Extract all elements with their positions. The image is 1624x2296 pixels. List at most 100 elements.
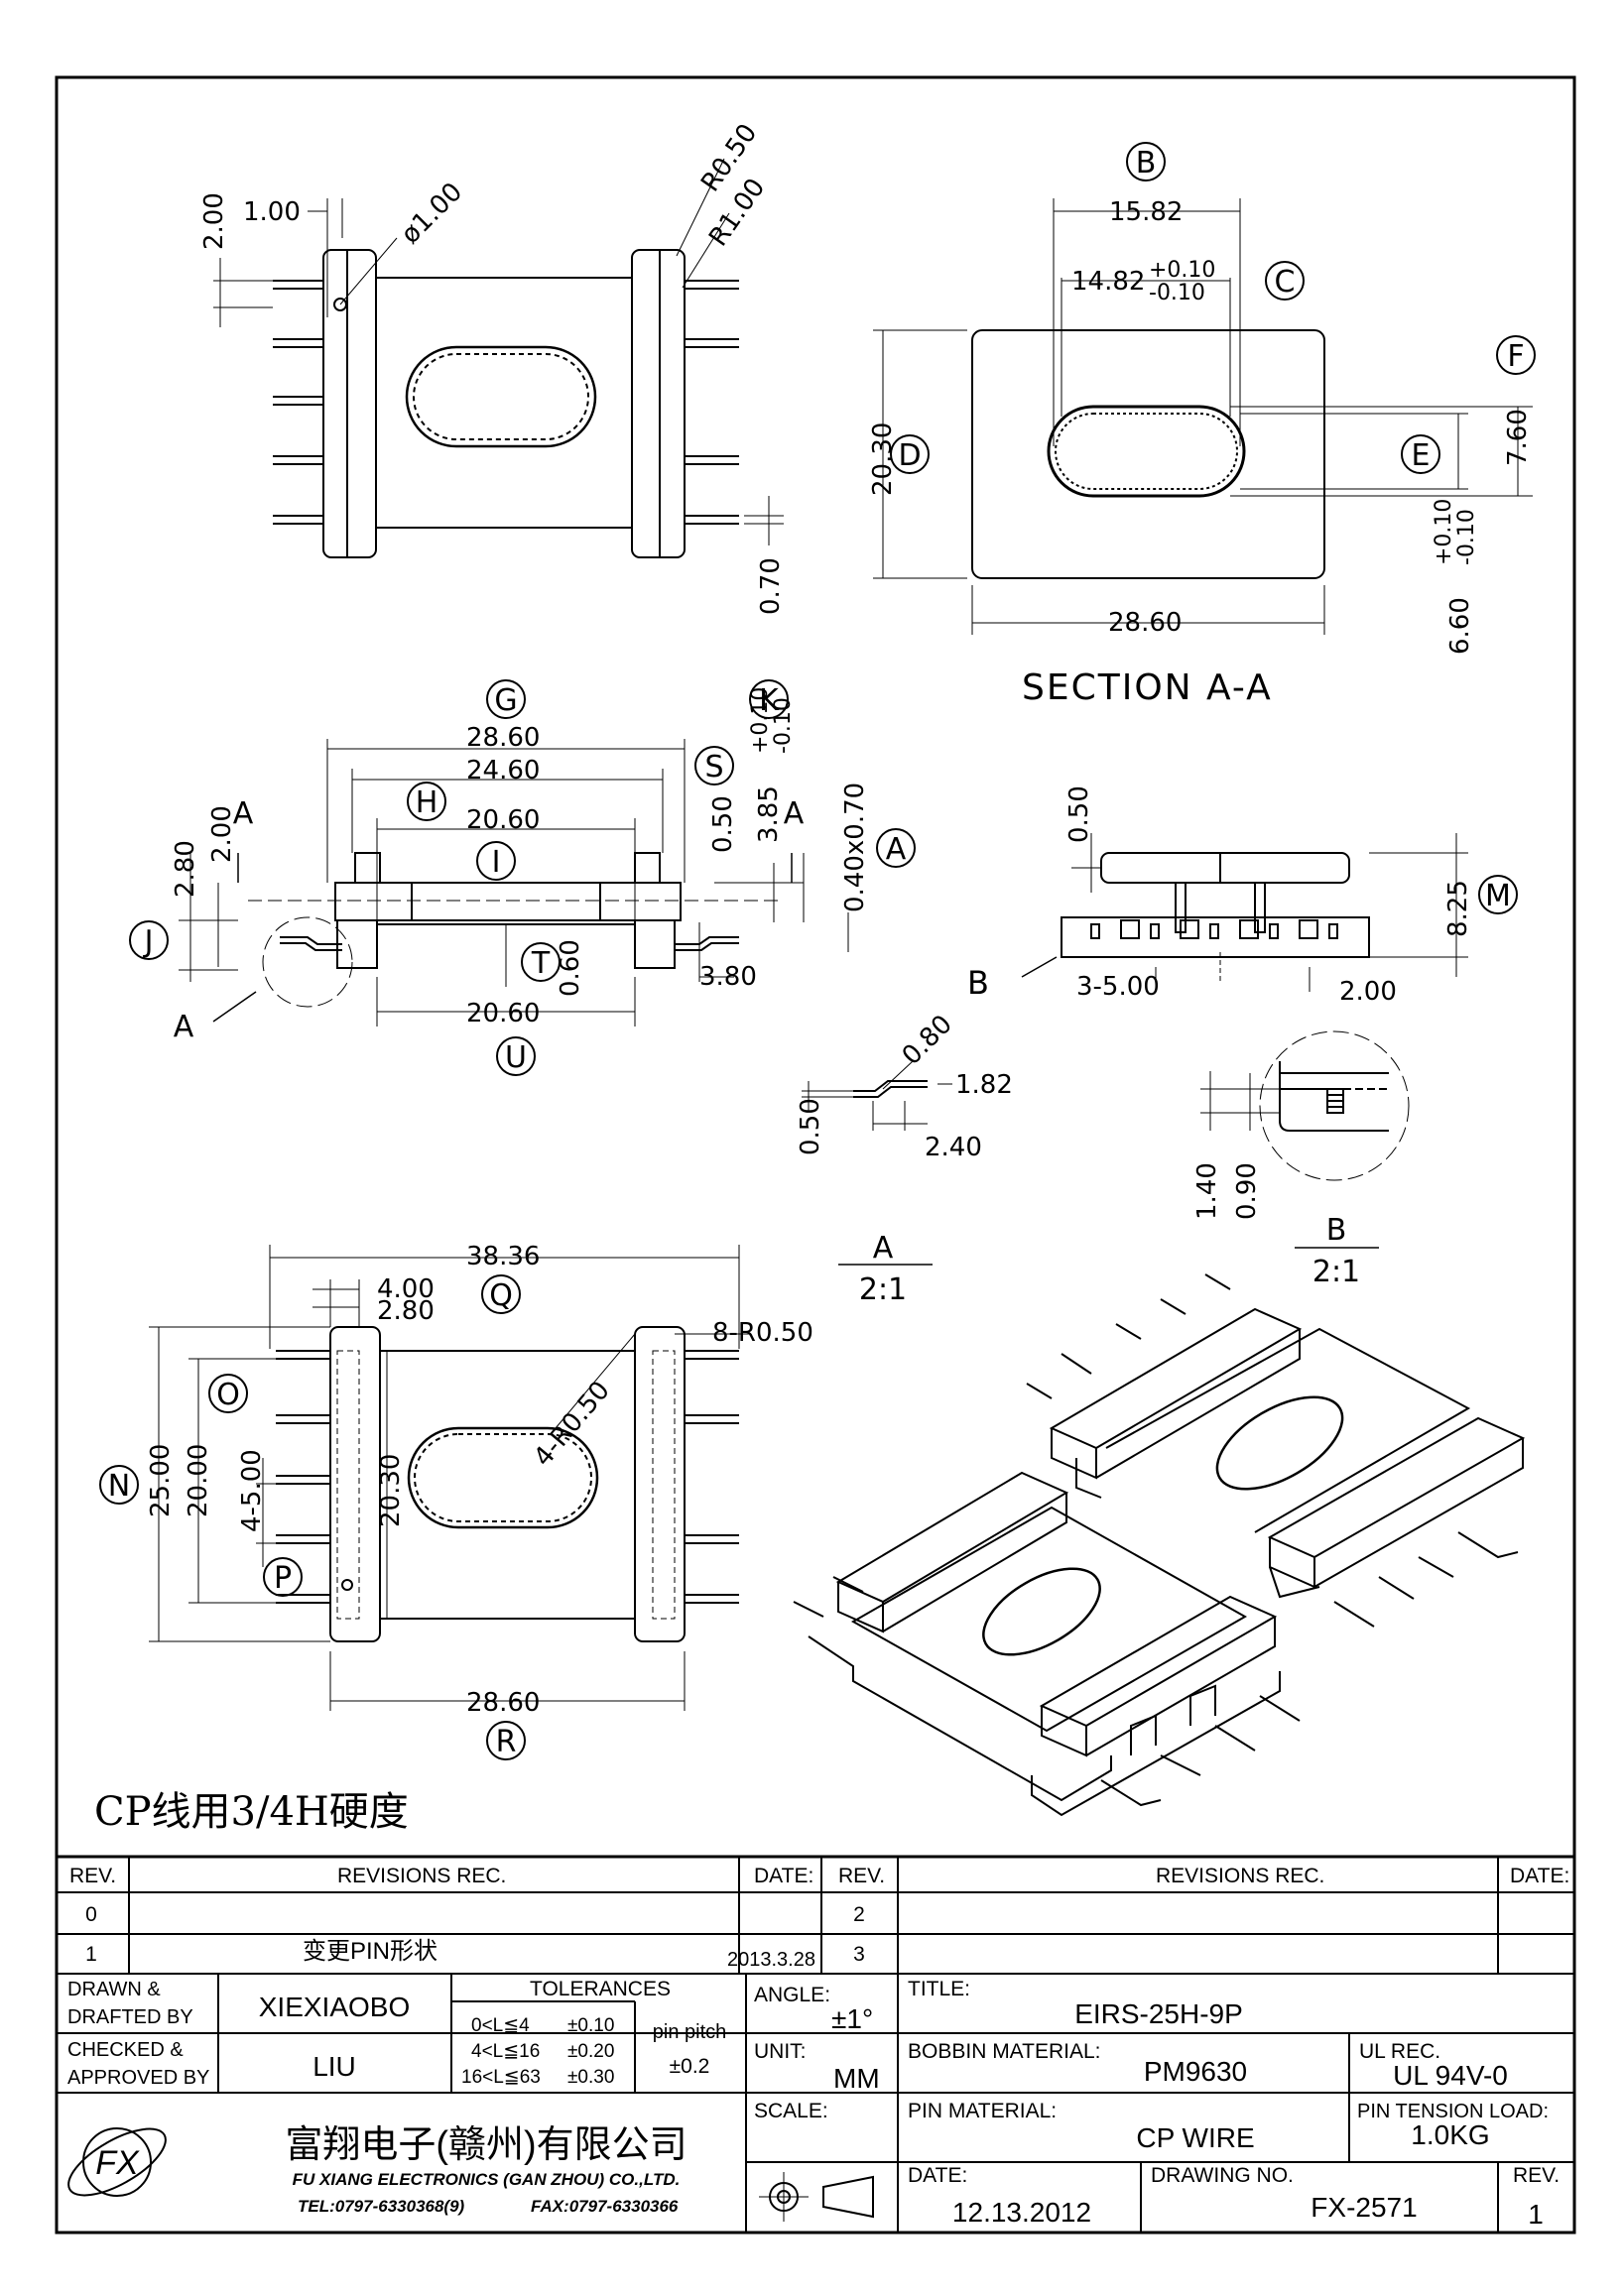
callout-label: H [416, 785, 438, 820]
callout-label: C [1275, 265, 1296, 300]
revisions-header: REVISIONS REC. [337, 1865, 506, 1887]
callout-label: N [108, 1469, 130, 1504]
tolerance-range: 16<L≦63 [461, 2067, 541, 2088]
tolerance-value: ±0.10 [567, 2015, 614, 2036]
callout-label: M [1485, 879, 1511, 913]
section-view-labels: 15.82 14.82 +0.10 -0.10 20.30 28.60 7.60… [868, 197, 1533, 708]
title-value: EIRS-25H-9P [1074, 1998, 1243, 2029]
angle-label: ANGLE: [754, 1984, 830, 2006]
dim-label: 20.30 [376, 1454, 406, 1527]
dim-label: 8.25 [1443, 880, 1473, 937]
pin-tension-value: 1.0KG [1411, 2119, 1489, 2150]
dim-label: +0.10 [748, 687, 773, 754]
dim-label: 28.60 [1108, 608, 1182, 638]
section-marker: A [174, 1010, 194, 1044]
side-view [1021, 833, 1468, 992]
dim-label: 0.50 [796, 1098, 825, 1155]
company-tel: TEL:0797-6330368(9) [298, 2197, 465, 2216]
drawn-by: XIEXIAOBO [259, 1992, 411, 2022]
dim-label: 4-5.00 [237, 1449, 267, 1532]
pin-detail-labels: 0.80 1.82 0.50 2.40 A 2:1 [796, 1010, 1013, 1307]
company-fax: FAX:0797-6330366 [531, 2197, 679, 2216]
dim-label: 25.00 [146, 1444, 176, 1517]
callout-label: A [886, 832, 907, 867]
dim-label: 2.00 [1339, 977, 1397, 1007]
dim-label: 20.60 [466, 999, 540, 1028]
callout-label: F [1507, 339, 1524, 374]
company-en: FU XIANG ELECTRONICS (GAN ZHOU) CO.,LTD. [293, 2170, 681, 2189]
revision-date: 2013.3.28 [727, 1949, 815, 1971]
dim-label: 24.60 [466, 756, 540, 785]
dim-label: +0.10 [1149, 258, 1215, 283]
dim-label: -0.10 [1149, 281, 1205, 305]
dim-label: 14.82 [1071, 267, 1145, 297]
top-view [213, 158, 784, 558]
dim-label: 1.00 [243, 197, 301, 227]
dim-label: 3.80 [699, 962, 757, 992]
front-view [179, 739, 849, 1027]
rev-label: REV. [1513, 2164, 1560, 2187]
dim-label: 2.00 [199, 192, 229, 250]
side-callouts: M [1478, 875, 1518, 914]
callout-label: E [1412, 438, 1431, 473]
isometric-view-bottom [793, 1471, 1301, 1817]
isometric-view-top [1026, 1273, 1526, 1628]
scale-label: SCALE: [754, 2100, 828, 2122]
dim-label: 20.00 [184, 1444, 213, 1517]
dim-label: 28.60 [466, 723, 540, 753]
dim-label: 6.60 [1445, 597, 1475, 655]
dim-label: 20.60 [466, 805, 540, 835]
tolerances-title: TOLERANCES [530, 1978, 671, 2000]
checked-by: LIU [312, 2051, 356, 2082]
revision-rev: 3 [853, 1943, 865, 1966]
callout-label: P [274, 1561, 292, 1596]
checked-label: APPROVED BY [67, 2067, 209, 2089]
bobbin-material-label: BOBBIN MATERIAL: [908, 2040, 1101, 2063]
rev-header: REV. [69, 1865, 116, 1887]
dim-label: 0.60 [556, 939, 585, 997]
dim-label: 3.85 [754, 785, 784, 843]
rev-header: REV. [838, 1865, 885, 1887]
section-marker: A [233, 796, 254, 831]
tolerance-range: 4<L≦16 [471, 2041, 540, 2062]
drawn-label: DRAWN & [67, 1979, 161, 2000]
bottom-view [149, 1245, 749, 1711]
revisions-header: REVISIONS REC. [1156, 1865, 1324, 1887]
b-detail [1200, 1030, 1410, 1249]
callout-label: I [492, 845, 501, 880]
callout-label: G [494, 683, 517, 718]
pin-material-value: CP WIRE [1136, 2122, 1254, 2153]
date-label: DATE: [908, 2164, 967, 2187]
dim-label: 1.82 [955, 1070, 1013, 1100]
pin-material-label: PIN MATERIAL: [908, 2100, 1057, 2122]
revision-rev: 1 [85, 1943, 97, 1966]
dim-label: -0.10 [771, 697, 796, 754]
logo-text: FX [95, 2144, 140, 2182]
dim-label: 0.50 [708, 795, 738, 853]
section-marker: B [967, 964, 989, 1002]
callout-label: O [216, 1378, 240, 1412]
ul-rec-label: UL REC. [1359, 2040, 1440, 2063]
drawing-no-value: FX-2571 [1311, 2192, 1417, 2223]
dim-label: 0.90 [1232, 1162, 1262, 1220]
sheet-border [55, 75, 1576, 2235]
bottom-callouts: Q O N P R [99, 1274, 526, 1760]
section-label: SECTION A-A [1022, 667, 1273, 708]
ul-rec-value: UL 94V-0 [1393, 2060, 1508, 2091]
dim-label: -0.10 [1454, 509, 1479, 565]
note-text: CP线用3/4H硬度 [94, 1789, 409, 1835]
title-block-text: REV. REVISIONS REC. DATE: REV. REVISIONS… [67, 1865, 1569, 2230]
pin-detail [802, 1060, 952, 1266]
callout-label: R [496, 1725, 517, 1759]
dim-label: 2.80 [377, 1296, 435, 1326]
tolerance-value: ±0.30 [567, 2067, 614, 2088]
dim-label: 38.36 [466, 1242, 540, 1271]
date-header: DATE: [1510, 1865, 1569, 1887]
callout-label: J [143, 924, 154, 959]
callout-label: T [531, 946, 551, 981]
front-view-labels: 28.60 24.60 20.60 2.80 2.00 0.50 3.85 +0… [171, 687, 870, 1028]
section-view [873, 198, 1533, 635]
b-detail-labels: 1.40 0.90 B 2:1 [1192, 1162, 1360, 1289]
revision-rev: 2 [853, 1903, 865, 1926]
